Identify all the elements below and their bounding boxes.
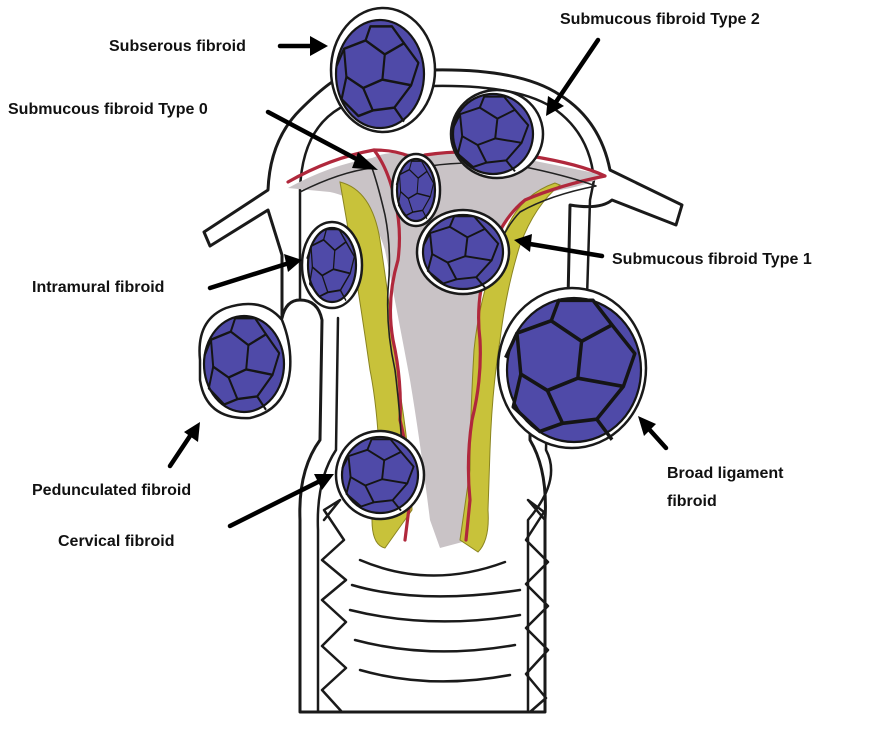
label-submucous-type2: Submucous fibroid Type 2 [560, 10, 760, 30]
submucous-type0-fibroid [392, 154, 440, 226]
submucous-type1-fibroid [417, 210, 509, 294]
label-cervical-fibroid: Cervical fibroid [58, 532, 174, 552]
submucous-type2-fibroid [451, 90, 543, 178]
pedunculated-fibroid [200, 304, 291, 418]
intramural-fibroid [302, 222, 362, 308]
label-broad-ligament-line2: fibroid [667, 492, 717, 512]
arrow-broad-ligament [638, 416, 666, 448]
label-submucous-type1: Submucous fibroid Type 1 [612, 250, 812, 270]
label-subserous-fibroid: Subserous fibroid [109, 37, 246, 57]
label-intramural-fibroid: Intramural fibroid [32, 278, 164, 298]
label-broad-ligament-line1: Broad ligament [667, 464, 783, 484]
arrow-pedunculated [170, 422, 200, 466]
cervical-fibroid [336, 431, 424, 519]
label-submucous-type0: Submucous fibroid Type 0 [8, 100, 208, 120]
arrow-subserous [280, 36, 328, 56]
broad-ligament-fibroid [498, 288, 646, 448]
subserous-fibroid [331, 8, 435, 132]
label-pedunculated-fibroid: Pedunculated fibroid [32, 481, 191, 501]
